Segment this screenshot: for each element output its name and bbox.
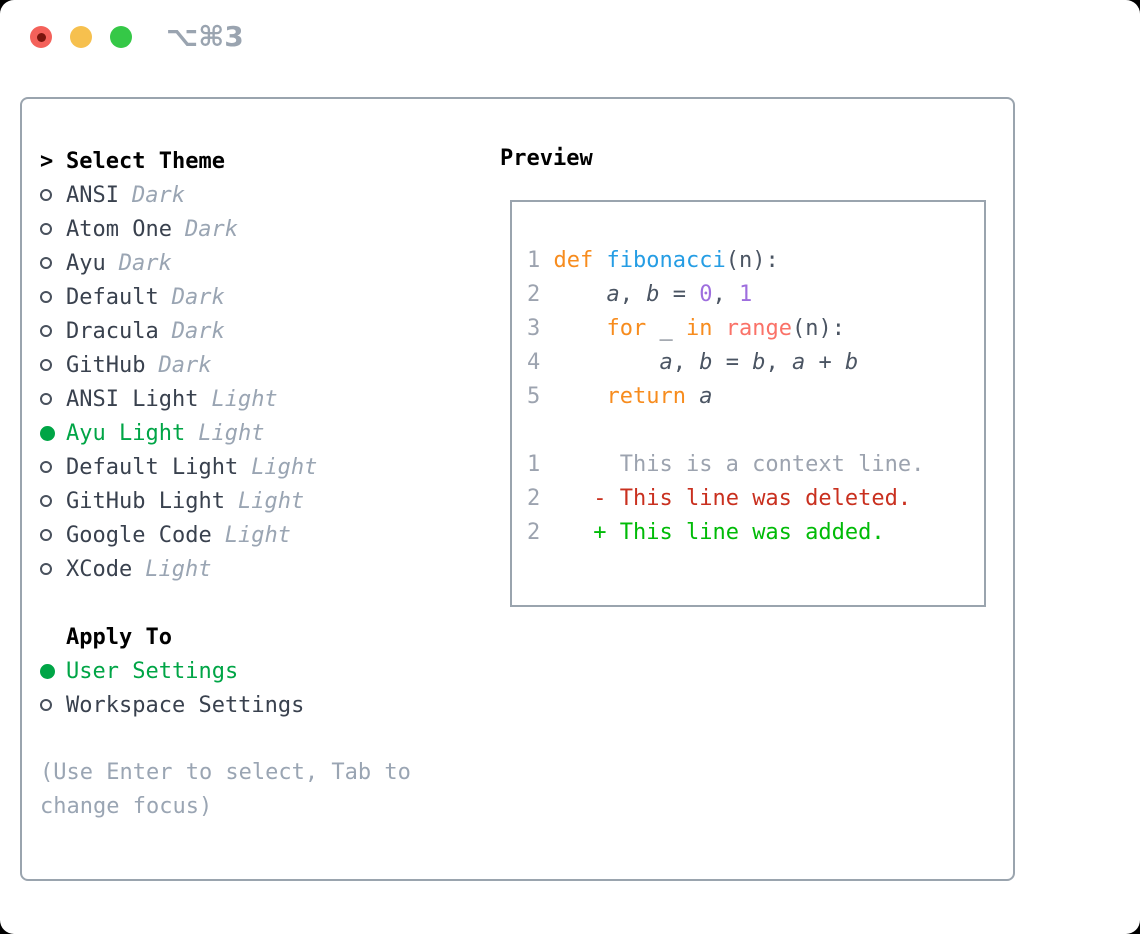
radio-unselected-icon xyxy=(40,189,66,201)
option-label: Ayu Light xyxy=(66,420,186,446)
radio-unselected-icon xyxy=(40,325,66,337)
variant-tag: Light xyxy=(224,522,291,548)
apply-to-title: Apply To xyxy=(66,624,172,650)
apply-to-header: Apply To xyxy=(40,620,480,654)
radio-unselected-icon xyxy=(40,393,66,405)
variant-tag: Light xyxy=(198,420,265,446)
variant-tag: Light xyxy=(145,556,212,582)
option-label: GitHub Light xyxy=(66,488,225,514)
variant-tag: Dark xyxy=(158,352,212,378)
apply-option-workspace-settings[interactable]: Workspace Settings xyxy=(40,688,480,722)
option-label: GitHub xyxy=(66,352,146,378)
apply-option-user-settings[interactable]: User Settings xyxy=(40,654,480,688)
radio-selected-icon xyxy=(40,663,66,679)
code-line: 2 a, b = 0, 1 xyxy=(527,282,753,307)
radio-unselected-icon xyxy=(40,461,66,473)
keyboard-hint-line-1: (Use Enter to select, Tab to xyxy=(40,760,411,785)
radio-unselected-icon xyxy=(40,291,66,303)
variant-tag: Dark xyxy=(131,182,185,208)
theme-option-ansi[interactable]: ANSI Dark xyxy=(40,178,480,212)
option-label: Default xyxy=(66,284,159,310)
code-preview-box: 1 def fibonacci(n): 2 a, b = 0, 1 3 for _ … xyxy=(510,200,986,607)
theme-option-google-code[interactable]: Google Code Light xyxy=(40,518,480,552)
line-number: 3 xyxy=(527,316,554,341)
line-number: 4 xyxy=(527,350,554,375)
preview-title: Preview xyxy=(500,146,593,171)
variant-tag: Light xyxy=(211,386,278,412)
theme-option-ayu[interactable]: Ayu Dark xyxy=(40,246,480,280)
radio-selected-icon xyxy=(40,425,66,441)
close-button[interactable] xyxy=(30,26,52,48)
line-number xyxy=(527,418,554,443)
code-line xyxy=(527,414,984,448)
close-button-dot xyxy=(36,32,46,42)
option-label: Ayu xyxy=(66,250,106,276)
line-number: 1 xyxy=(527,248,554,273)
variant-tag: Light xyxy=(251,454,318,480)
code-line: 2 - This line was deleted. xyxy=(527,486,912,511)
option-label: Dracula xyxy=(66,318,159,344)
variant-tag: Dark xyxy=(184,216,238,242)
code-line: 1 This is a context line. xyxy=(527,452,925,477)
theme-option-default-light[interactable]: Default Light Light xyxy=(40,450,480,484)
select-theme-header: > Select Theme xyxy=(40,144,480,178)
theme-option-default[interactable]: Default Dark xyxy=(40,280,480,314)
theme-option-github-light[interactable]: GitHub Light Light xyxy=(40,484,480,518)
line-number: 2 xyxy=(527,282,554,307)
variant-tag: Dark xyxy=(171,318,225,344)
option-label: Workspace Settings xyxy=(66,692,305,718)
option-label: ANSI xyxy=(66,182,119,208)
theme-option-ayu-light[interactable]: Ayu Light Light xyxy=(40,416,480,450)
code-line: 3 for _ in range(n): xyxy=(527,316,845,341)
radio-unselected-icon xyxy=(40,529,66,541)
option-label: Google Code xyxy=(66,522,212,548)
code-line: 2 + This line was added. xyxy=(527,520,885,545)
radio-unselected-icon xyxy=(40,495,66,507)
variant-tag: Dark xyxy=(171,284,225,310)
variant-tag: Light xyxy=(237,488,305,514)
minimize-button[interactable] xyxy=(70,26,92,48)
spacer xyxy=(40,586,480,620)
option-label: XCode xyxy=(66,556,133,582)
select-theme-title: Select Theme xyxy=(66,148,225,174)
theme-option-ansi-light[interactable]: ANSI Light Light xyxy=(40,382,480,416)
radio-unselected-icon xyxy=(40,699,66,711)
theme-option-xcode[interactable]: XCode Light xyxy=(40,552,480,586)
radio-unselected-icon xyxy=(40,257,66,269)
focus-arrow-icon: > xyxy=(40,148,54,174)
variant-tag: Dark xyxy=(118,250,172,276)
spacer xyxy=(40,722,480,756)
traffic-lights xyxy=(30,26,132,48)
option-label: ANSI Light xyxy=(66,386,199,412)
radio-unselected-icon xyxy=(40,223,66,235)
code-line: 1 def fibonacci(n): xyxy=(527,248,779,273)
radio-unselected-icon xyxy=(40,359,66,371)
line-number: 2 xyxy=(527,520,554,545)
code-line: 4 a, b = b, a + b xyxy=(527,350,859,375)
radio-unselected-icon xyxy=(40,563,66,575)
option-label: User Settings xyxy=(66,658,239,684)
line-number: 2 xyxy=(527,486,554,511)
code-line: 5 return a xyxy=(527,384,713,409)
title-bar: ⌥⌘3 xyxy=(0,0,1140,97)
option-label: Default Light xyxy=(66,454,239,480)
theme-option-atom-one[interactable]: Atom One Dark xyxy=(40,212,480,246)
keyboard-hint-line-2: change focus) xyxy=(40,794,213,819)
theme-option-github[interactable]: GitHub Dark xyxy=(40,348,480,382)
line-number: 5 xyxy=(527,384,554,409)
line-number: 1 xyxy=(527,452,554,477)
option-label: Atom One xyxy=(66,216,172,242)
theme-option-dracula[interactable]: Dracula Dark xyxy=(40,314,480,348)
zoom-button[interactable] xyxy=(110,26,132,48)
window-shortcut-label: ⌥⌘3 xyxy=(166,20,244,53)
